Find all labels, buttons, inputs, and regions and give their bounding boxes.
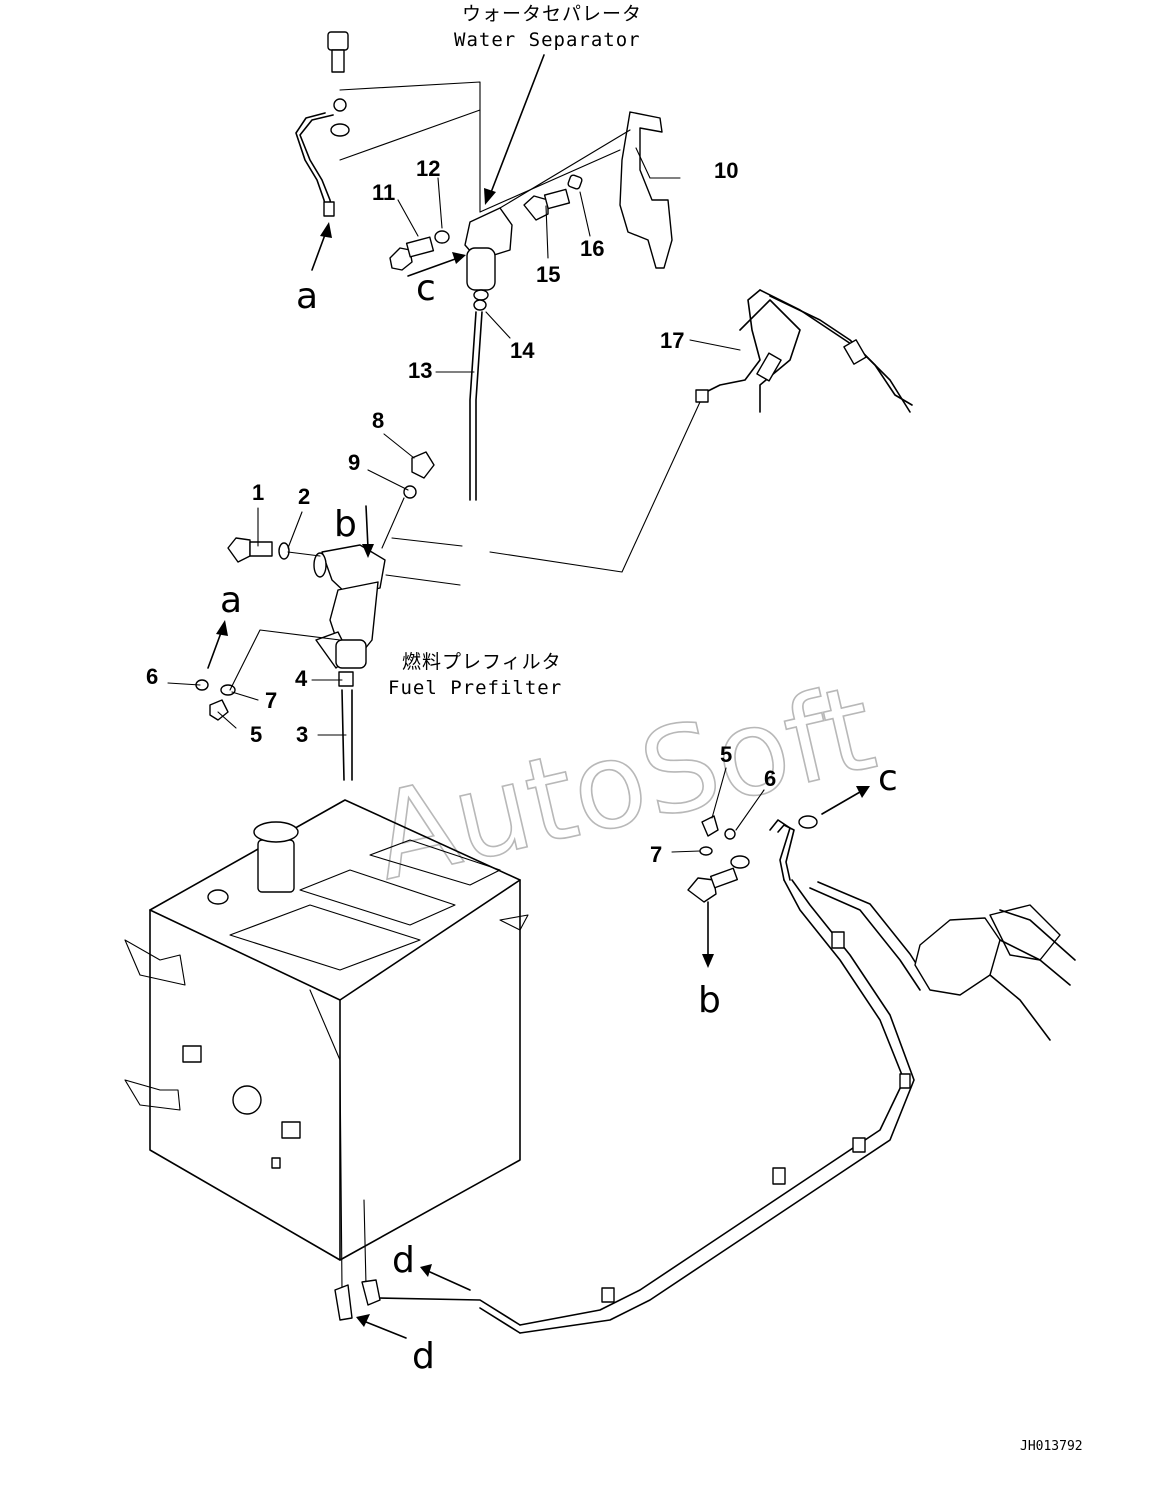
part-number-6-left: 6 — [146, 664, 158, 689]
part-number-16: 16 — [580, 236, 604, 261]
part-number-12: 12 — [416, 156, 440, 181]
leader-lines — [167, 147, 765, 853]
connection-letter-c-line: c — [878, 758, 898, 799]
part-number-15: 15 — [536, 262, 560, 287]
water-separator-label-jp: ウォータセパレータ — [462, 3, 642, 25]
connection-letter-b-line: b — [698, 980, 721, 1021]
connection-letter-a-left: a — [220, 580, 242, 621]
connection-letter-d-lower: d — [412, 1336, 435, 1377]
part-number-13: 13 — [408, 358, 432, 383]
part-number-8: 8 — [372, 408, 384, 433]
harness-17 — [489, 289, 913, 573]
water-separator-label-en: Water Separator — [454, 29, 641, 51]
connection-letter-c-separator: c — [416, 268, 436, 309]
part-number-3: 3 — [296, 722, 308, 747]
part-number-7-left: 7 — [265, 688, 277, 713]
fuel-prefilter-label-jp: 燃料プレフィルタ — [402, 651, 562, 673]
fuel-tank — [124, 799, 529, 1291]
part-number-9: 9 — [348, 450, 360, 475]
part-number-5-left: 5 — [250, 722, 262, 747]
connection-letter-b-filter: b — [334, 504, 357, 545]
part-number-4: 4 — [295, 666, 308, 691]
connection-letter-a-top: a — [296, 276, 318, 317]
part-number-6-right: 6 — [764, 766, 776, 791]
water-separator-assembly — [295, 31, 673, 501]
part-number-1: 1 — [252, 480, 264, 505]
part-number-17: 17 — [660, 328, 684, 353]
part-number-labels: 1 2 3 4 5 6 7 8 9 10 11 12 13 14 15 16 1… — [146, 156, 776, 867]
part-number-2: 2 — [298, 484, 310, 509]
connection-letters: a a b b c c d d — [220, 268, 898, 1377]
part-number-10: 10 — [714, 158, 738, 183]
drawing-code: JH013792 — [1020, 1439, 1083, 1454]
callouts: ウォータセパレータ Water Separator 燃料プレフィルタ Fuel … — [388, 3, 642, 699]
part-number-14: 14 — [510, 338, 535, 363]
fuel-line-assembly — [334, 786, 1076, 1339]
part-number-5-right: 5 — [720, 742, 732, 767]
part-number-7-right: 7 — [650, 842, 662, 867]
connection-letter-d-upper: d — [392, 1240, 415, 1281]
fuel-prefilter-label-en: Fuel Prefilter — [388, 677, 562, 699]
part-number-11: 11 — [372, 180, 395, 205]
fuel-prefilter-assembly — [195, 451, 463, 781]
